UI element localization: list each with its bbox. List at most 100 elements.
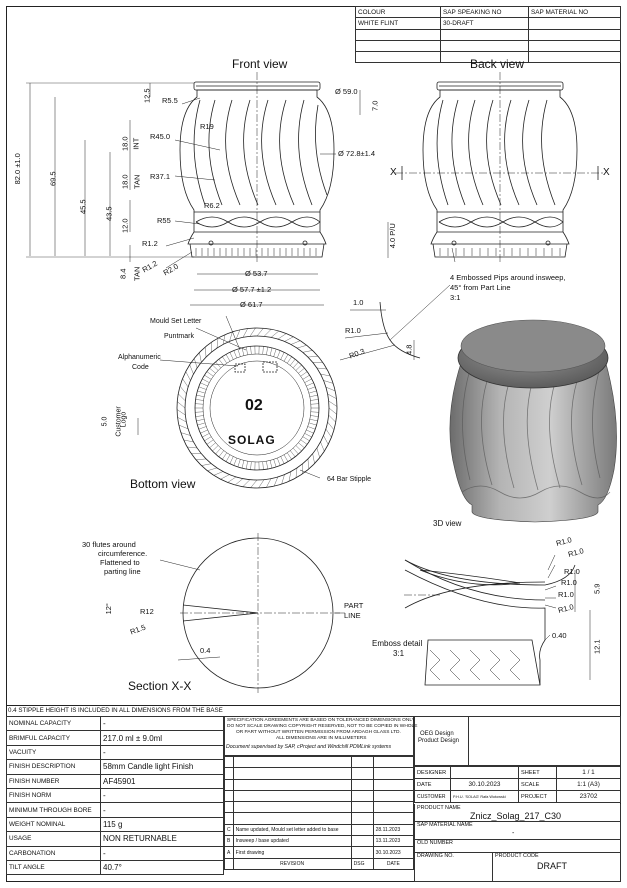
dim-tan2: TAN	[132, 266, 142, 281]
stipple-ring	[176, 327, 338, 489]
stipple-bar	[328, 407, 337, 415]
base-ring-tick	[308, 422, 317, 426]
stipple-bar	[194, 358, 198, 369]
base-ring-tick	[212, 364, 219, 371]
stipple-bar	[327, 393, 337, 399]
base-ring-tick	[304, 378, 312, 383]
stipple-bar	[312, 453, 315, 464]
header-cell	[528, 51, 621, 64]
header-row: WHITE FLINT 30-DRAFT	[355, 17, 621, 30]
bottom-view-title: Bottom view	[130, 477, 196, 491]
base-ring-tick	[195, 399, 204, 401]
base-ring-tick	[195, 411, 204, 413]
stipple-bar	[242, 328, 248, 338]
sap-name-label: SAP MATERIAL NAME	[417, 822, 473, 828]
customer-logo-label-2: Logo	[120, 411, 128, 428]
dim-h84: 8.4	[118, 268, 128, 279]
base-ring-tick	[202, 433, 210, 438]
spec-row: VACUITY-	[6, 744, 224, 761]
dim-d61: Ø 61.7	[240, 300, 263, 309]
stipple-bar	[316, 447, 320, 458]
rev-desc: First drawing	[232, 846, 352, 859]
pips-note-2: 45° from Part Line	[450, 283, 511, 292]
base-ring-tick	[196, 419, 205, 422]
base-ring-tick	[306, 382, 314, 387]
stipple-bar	[328, 400, 338, 407]
logo-dim: 5.0	[101, 416, 109, 427]
base-ring-tick	[206, 439, 214, 445]
stipple-label: 64 Bar Stipple	[327, 476, 371, 483]
base-ring-tick	[280, 456, 285, 464]
spec-row: NOMINAL CAPACITY-	[6, 715, 224, 732]
dim-int: INT	[131, 137, 141, 150]
pips-note-3: 3:1	[450, 293, 461, 302]
base-ring-tick	[309, 394, 318, 397]
base-ring-tick	[306, 429, 314, 434]
dim-h435: 43.5	[104, 206, 114, 222]
spec-label: USAGE	[6, 831, 101, 847]
rev-desc: Name updated, Mould set letter added to …	[232, 823, 352, 837]
base-code-text: 02	[245, 397, 263, 414]
drawing-sheet	[6, 6, 621, 882]
base-ring-tick	[273, 459, 277, 468]
stipple-bar	[222, 334, 226, 345]
base-ring-tick	[287, 356, 292, 364]
base-ring-tick	[241, 460, 245, 469]
puntmark-label: Puntmark	[164, 333, 194, 340]
stipple-bar	[323, 435, 329, 445]
dim-r45: R45.0	[150, 132, 171, 141]
stipple-bar	[216, 338, 219, 349]
base-ring-tick	[302, 436, 310, 442]
title-divider-2	[414, 839, 621, 840]
stipple-bar	[320, 373, 331, 377]
stipple-bar	[281, 474, 285, 485]
dim-h180a: 18.0	[120, 136, 130, 152]
section-mark-left: X	[390, 167, 397, 178]
base-ring-tick	[307, 426, 316, 430]
stipple-bar	[196, 458, 207, 461]
alphanumeric-label-1: Alphanumeric	[118, 354, 161, 361]
base-ring-tick	[233, 458, 237, 466]
base-ring-tick	[225, 354, 231, 362]
bottom-view-base	[137, 315, 338, 489]
header-cell: WHITE FLINT	[355, 17, 441, 30]
dim-d57: Ø 57.7 ±1.2	[232, 285, 272, 294]
stipple-bar	[316, 367, 327, 370]
date-label: DATE	[414, 778, 451, 791]
spec-label: FINISH NORM	[6, 787, 101, 804]
title-divider-3	[414, 852, 621, 853]
base-ring-tick	[287, 452, 292, 460]
three-d-render	[449, 319, 617, 523]
base-ring-tick	[200, 429, 208, 434]
rev-dsg	[350, 846, 374, 859]
stipple-bar	[179, 386, 187, 395]
agreement-line-3: OR PART WITHOUT WRITTEN PERMISSION FROM …	[236, 730, 401, 735]
base-ring-tick	[215, 361, 221, 368]
spec-row: CARBONATION-	[6, 845, 224, 861]
revision-row	[224, 778, 415, 791]
dim-d53: Ø 53.7	[245, 269, 268, 278]
base-ring-tick	[233, 350, 237, 358]
stipple-bar	[187, 446, 198, 449]
base-ring-tick	[280, 352, 285, 360]
oeg-line-2: Product Design	[418, 738, 460, 744]
revision-row	[224, 767, 415, 780]
base-ring-tick	[269, 460, 273, 469]
stipple-bar	[178, 393, 186, 402]
rev-header-cell	[224, 857, 234, 870]
dim-h695: 69.5	[48, 171, 58, 187]
spec-label: WEIGHT NOMINAL	[6, 816, 101, 833]
stipple-bar	[201, 463, 212, 466]
header-row	[355, 39, 621, 53]
base-ring-tick	[290, 359, 296, 366]
customer-label: CUSTOMER	[414, 790, 451, 803]
base-ring-tick	[209, 368, 216, 374]
flute-ring	[195, 346, 319, 470]
stipple-bar	[320, 441, 325, 452]
